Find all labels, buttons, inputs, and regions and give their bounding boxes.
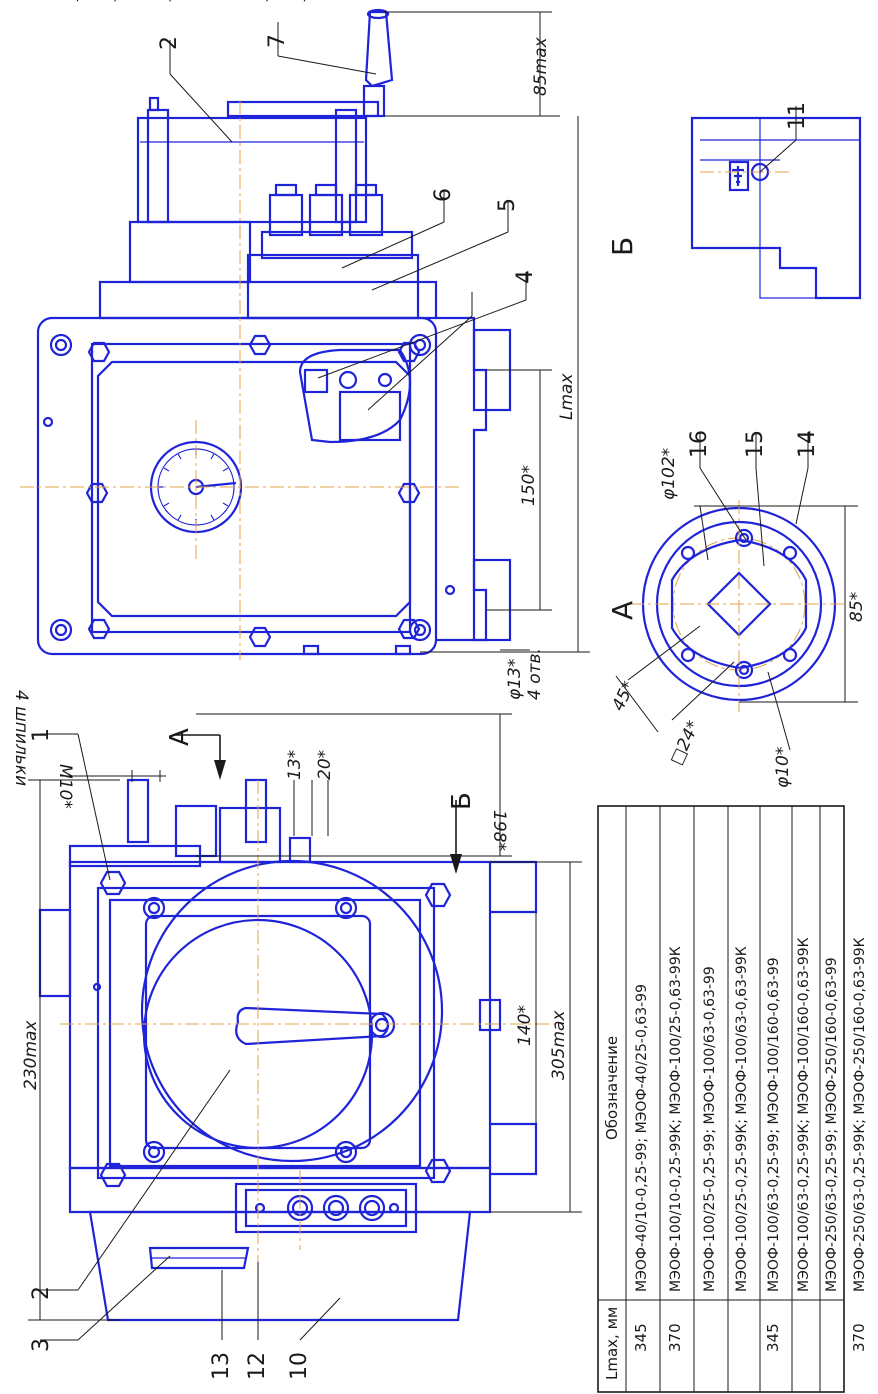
table-row: МЭОФ-250/63-0,25-99; МЭОФ-250/160-0,63-9…	[824, 957, 840, 1292]
dim-13: 13*	[285, 750, 305, 780]
dim-20: 20*	[315, 750, 335, 780]
dim-230max: 230max	[21, 1020, 41, 1090]
callout-4: 4	[513, 270, 538, 284]
front-view	[20, 8, 512, 660]
callout-3: 3	[29, 1338, 54, 1352]
view-a-flange	[630, 500, 848, 712]
callout-2-top: 2	[157, 36, 182, 50]
callout-7: 7	[265, 34, 290, 48]
callout-13: 13	[209, 1352, 234, 1380]
manual-drive-housing	[136, 116, 368, 224]
table-text: Обозначение Lmax, мм МЭОФ-40/10-0,25-99;…	[0, 0, 868, 1380]
callout-1: 1	[29, 728, 54, 742]
table-row: МЭОФ-100/25-0,25-99; МЭОФ-100/63-0,63-99	[702, 966, 718, 1292]
dim-85: 85*	[847, 592, 867, 622]
table-row: МЭОФ-250/63-0,25-99К; МЭОФ-250/160-0,63-…	[852, 937, 868, 1292]
dim-140: 140*	[515, 1005, 535, 1046]
view-b-detail	[690, 116, 862, 300]
callout-5: 5	[495, 198, 520, 212]
view-label-a: А	[606, 601, 639, 620]
dim-phi13: φ13*	[505, 659, 525, 700]
callout-14: 14	[795, 430, 820, 458]
callout-16: 16	[687, 430, 712, 458]
table-lmax-value: 345	[632, 1323, 650, 1352]
designation-table	[597, 805, 845, 1393]
dim-45: 45*	[608, 678, 639, 714]
dim-studs: 4 шпильки	[11, 690, 31, 786]
callout-leaders	[40, 22, 809, 1341]
table-row: МЭОФ-250/25-0,25-99К; МЭОФ-Ф250/63-0,63-…	[0, 0, 358, 4]
callout-10: 10	[287, 1352, 312, 1380]
view-marker-b: Б	[447, 792, 477, 810]
dim-150: 150*	[519, 465, 539, 506]
dim-24: □24*	[666, 718, 704, 768]
table-row: МЭОФ-100/63-0,25-99; МЭОФ-100/160-0,63-9…	[766, 957, 782, 1292]
crank-handle	[364, 10, 394, 88]
side-view	[38, 778, 560, 1330]
table-lmax-value: 345	[764, 1323, 782, 1352]
callout-6: 6	[431, 188, 456, 202]
dimension-lines	[28, 11, 858, 1321]
dim-phi102: φ102*	[659, 448, 679, 500]
table-header-lmax: Lmax, мм	[603, 1307, 621, 1380]
dim-198: 198*	[489, 810, 509, 851]
output-lever	[235, 1006, 390, 1046]
dim-305max: 305max	[549, 1010, 569, 1080]
table-row: МЭОФ-40/10-0,25-99; МЭОФ-40/25-0,63-99	[634, 984, 650, 1292]
callout-11: 11	[785, 102, 810, 130]
table-lmax-value: 370	[666, 1323, 684, 1352]
dim-lmax: Lmax	[557, 373, 577, 420]
table-row: МЭОФ-100/63-0,25-99К; МЭОФ-100/160-0,63-…	[796, 937, 812, 1292]
dim-phi10: φ10*	[773, 747, 793, 788]
dim-85max: 85max	[531, 36, 551, 96]
callout-2: 2	[29, 1286, 54, 1300]
table-lmax-value: 370	[850, 1323, 868, 1352]
cover-frame	[90, 342, 412, 634]
table-header-name: Обозначение	[603, 1036, 621, 1140]
view-marker-a: А	[165, 728, 195, 746]
view-label-b: Б	[606, 237, 639, 256]
dim-m10: М10*	[55, 764, 75, 809]
callout-15: 15	[743, 430, 768, 458]
table-row: МЭОФ-100/25-0,25-99К; МЭОФ-100/63-0,63-9…	[734, 946, 750, 1292]
table-row: МЭОФ-100/10-0,25-99К; МЭОФ-100/25-0,63-9…	[668, 946, 684, 1292]
dim-holes: 4 отв.	[525, 648, 545, 700]
callout-12: 12	[245, 1352, 270, 1380]
